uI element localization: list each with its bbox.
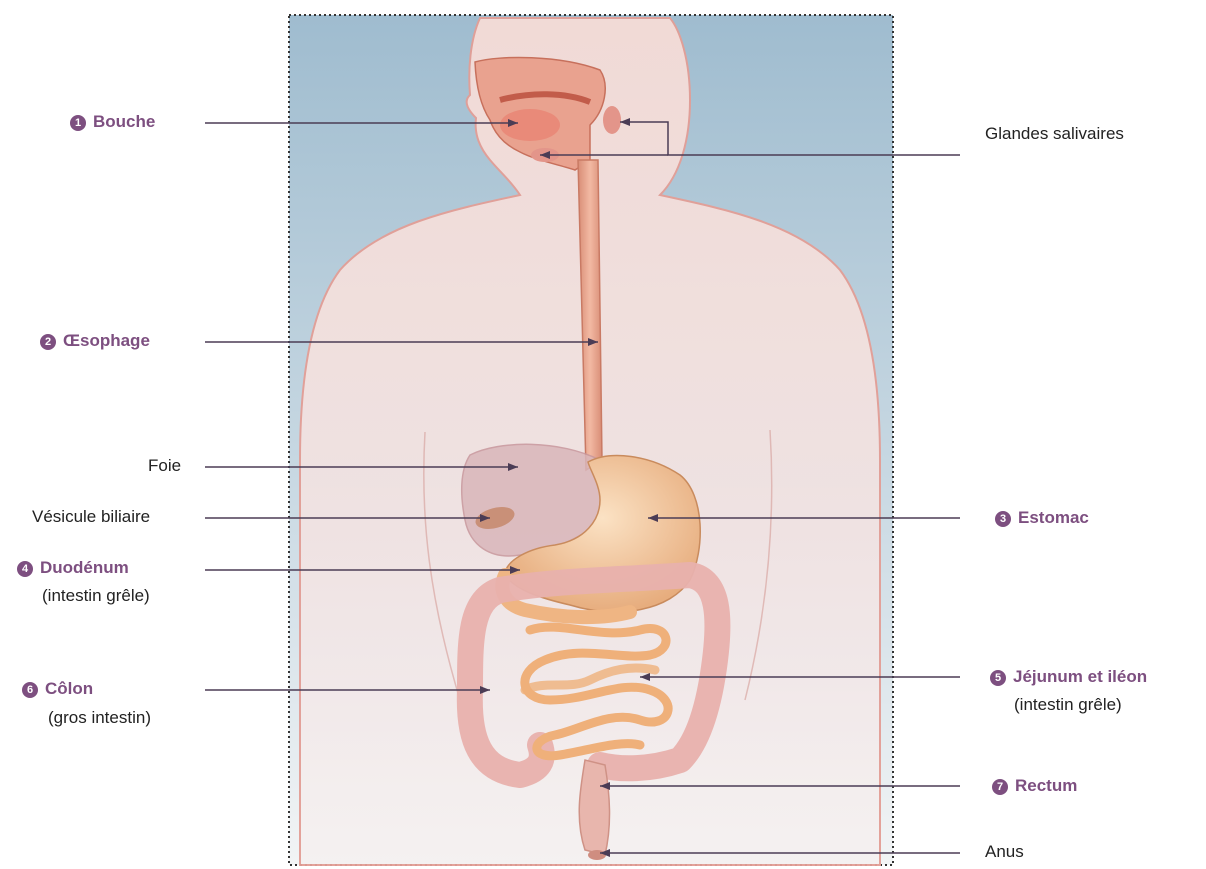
label-vesicule-biliaire: Vésicule biliaire xyxy=(32,507,150,527)
number-badge: 6 xyxy=(22,682,38,698)
number-badge: 5 xyxy=(990,670,1006,686)
label-glandes-salivaires: Glandes salivaires xyxy=(985,124,1124,144)
salivary-gland-1 xyxy=(603,106,621,134)
number-badge: 7 xyxy=(992,779,1008,795)
label-foie: Foie xyxy=(148,456,181,476)
anus xyxy=(588,850,606,860)
label-colon-sub: (gros intestin) xyxy=(48,708,151,728)
number-badge: 1 xyxy=(70,115,86,131)
number-badge: 3 xyxy=(995,511,1011,527)
label-jejunum-sub: (intestin grêle) xyxy=(1014,695,1122,715)
number-badge: 4 xyxy=(17,561,33,577)
label-duodenum-sub: (intestin grêle) xyxy=(42,586,150,606)
rectum xyxy=(579,760,609,855)
label-anus: Anus xyxy=(985,842,1024,862)
number-badge: 2 xyxy=(40,334,56,350)
